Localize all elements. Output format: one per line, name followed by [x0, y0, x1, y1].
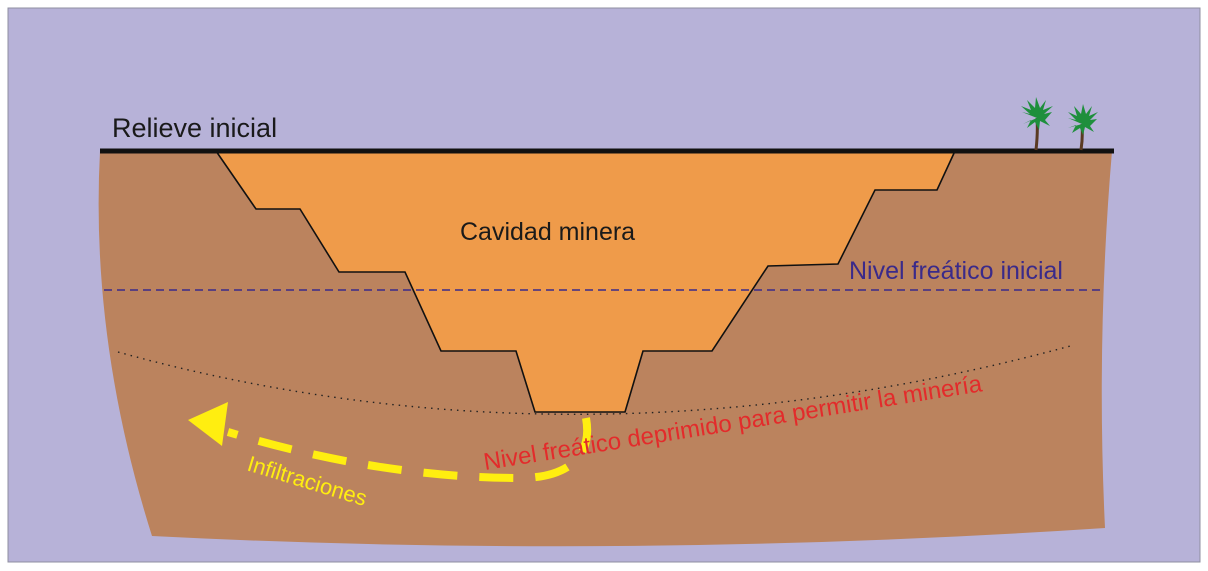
- depressed-water-table-curve: [117, 344, 1075, 415]
- palm-tree-icon: [1021, 97, 1053, 151]
- mine-cavity: [214, 150, 957, 413]
- palm-tree-icon: [1068, 104, 1098, 151]
- infiltration-arrow-path: [226, 417, 592, 483]
- infiltration-arrowhead: [188, 402, 228, 446]
- mine-cavity-label: Cavidad minera: [460, 218, 635, 246]
- initial-relief-label: Relieve inicial: [112, 113, 277, 143]
- initial-water-table-label: Nivel freático inicial: [849, 257, 1063, 285]
